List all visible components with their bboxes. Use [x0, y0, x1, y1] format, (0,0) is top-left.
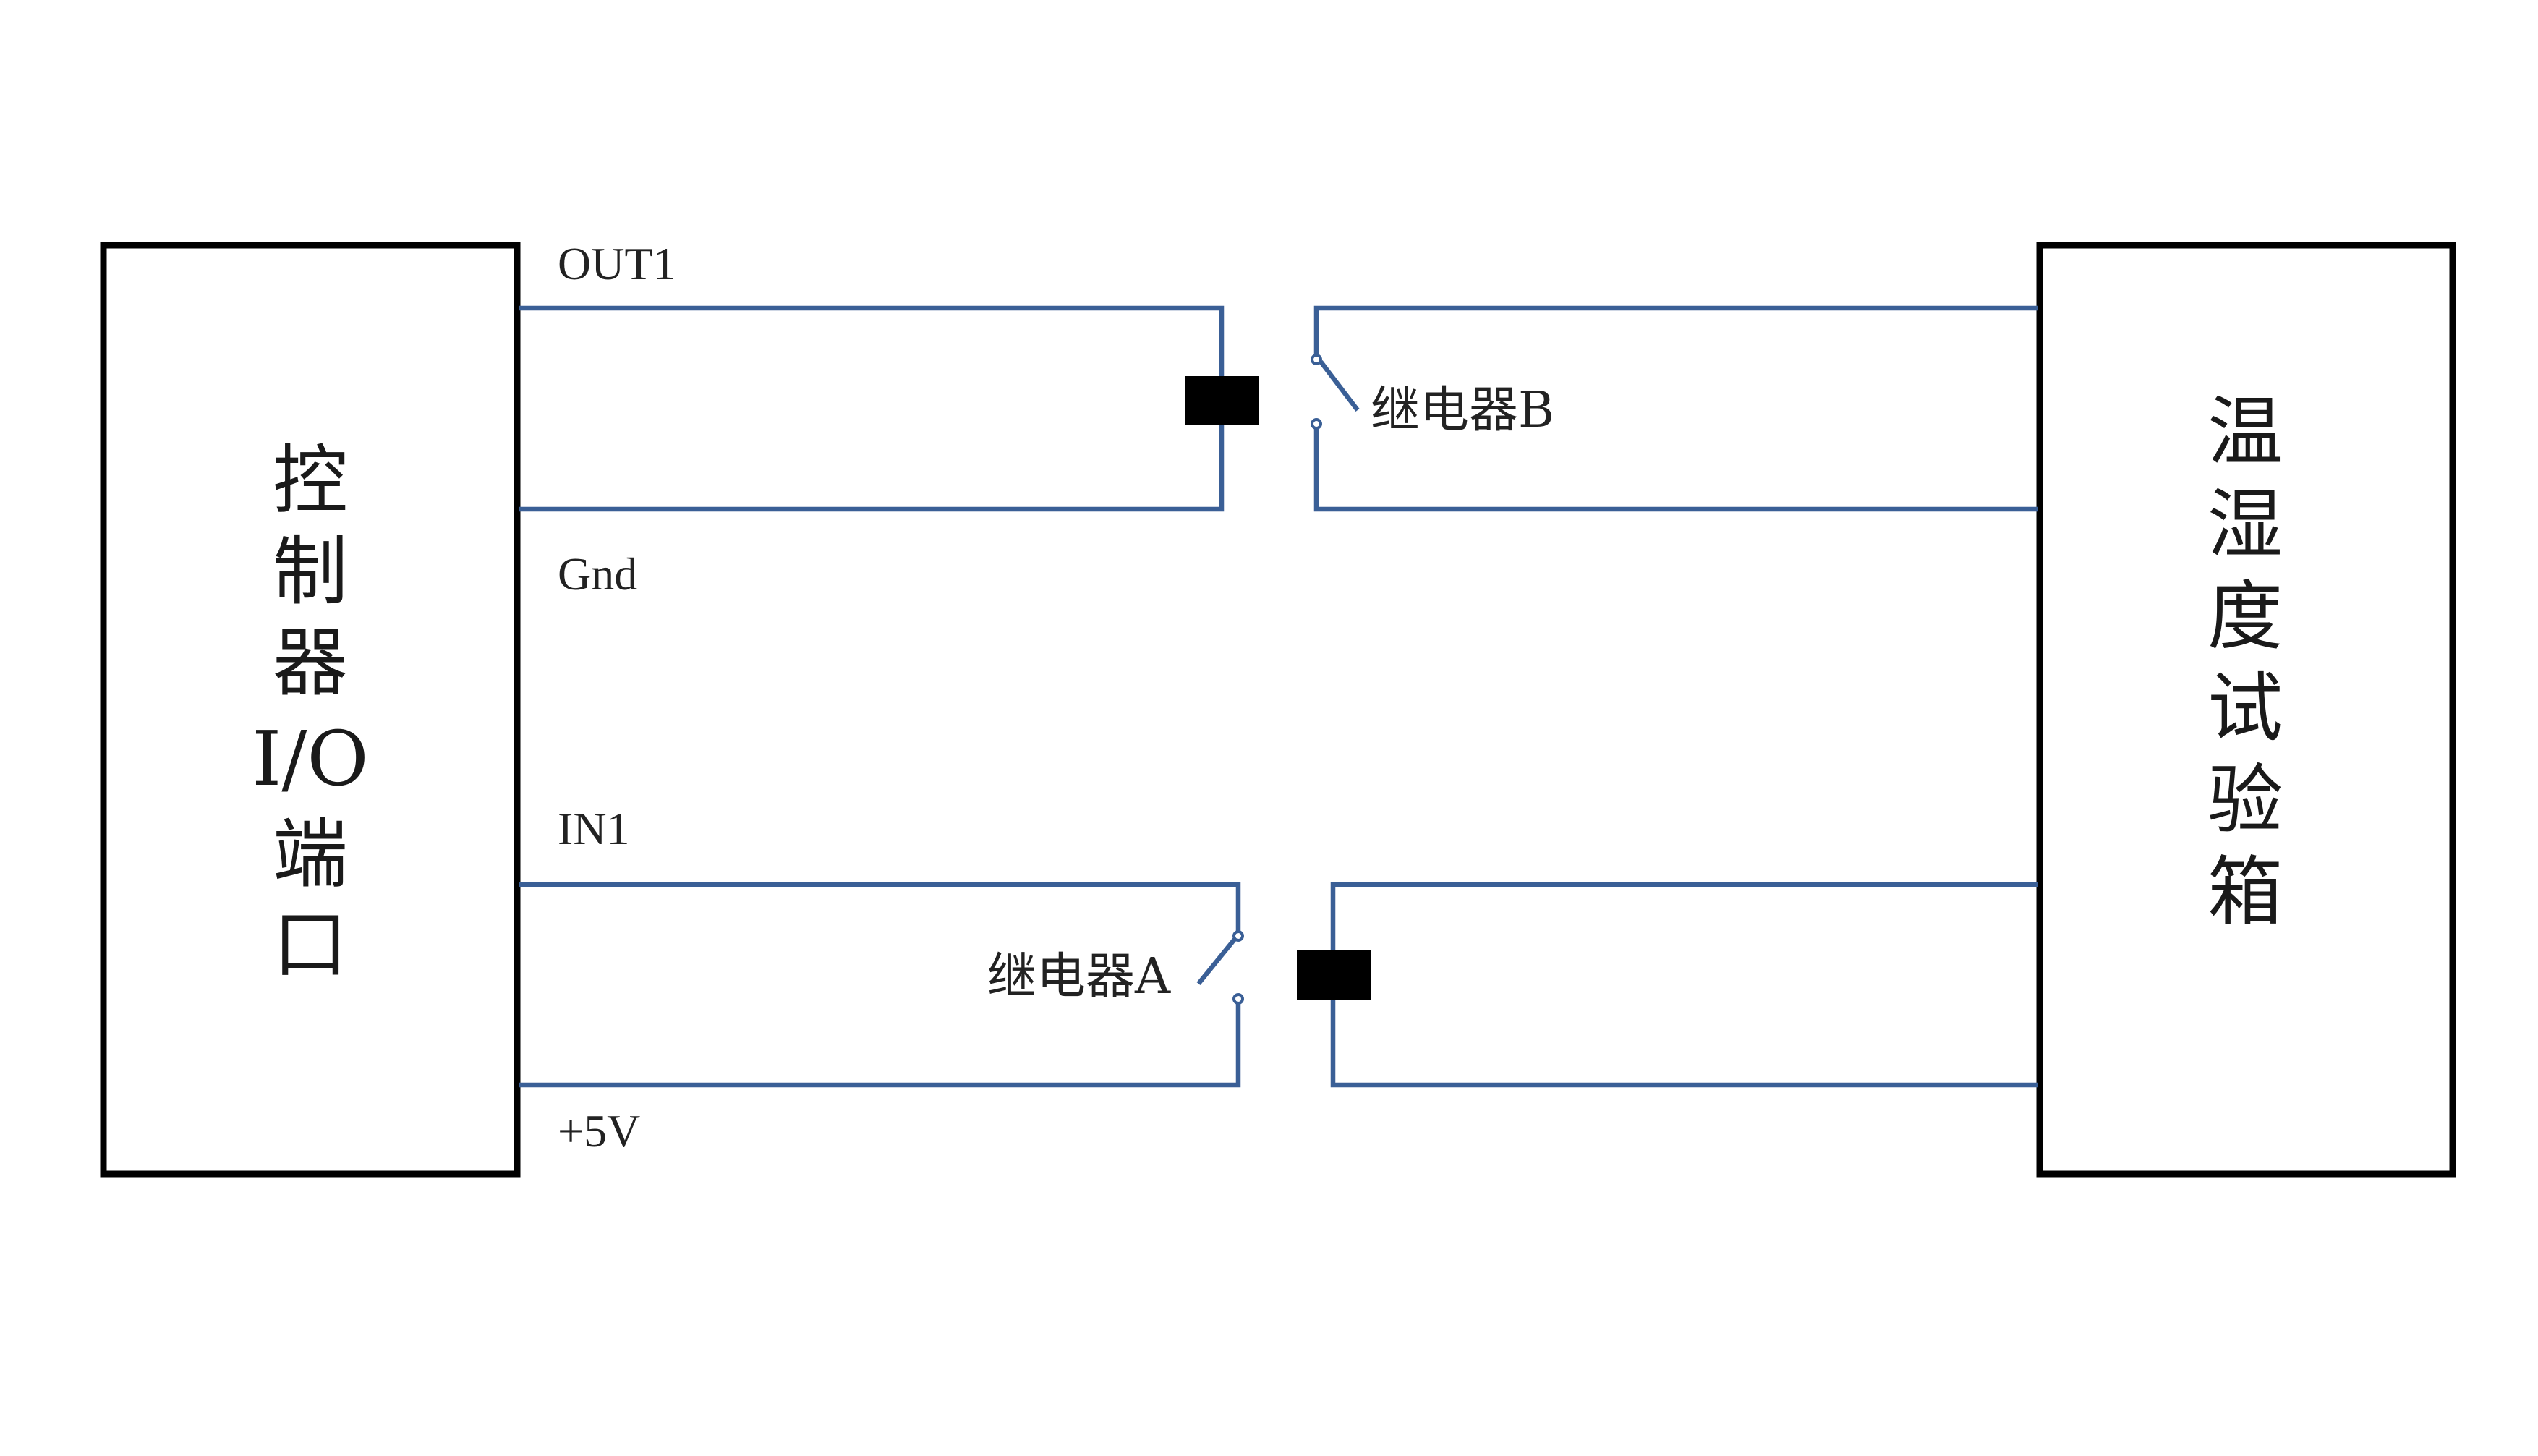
- label-relay-b: 继电器B: [1371, 382, 1554, 439]
- relay-b-switch-blade: [1319, 360, 1360, 412]
- chamber-label-3: 度: [2207, 572, 2283, 660]
- label-plus5v: +5V: [558, 1105, 640, 1157]
- label-gnd: Gnd: [558, 548, 637, 600]
- chamber-label-6: 箱: [2207, 848, 2283, 936]
- relay-a-contact-upper: [1232, 930, 1244, 942]
- controller-label-6: 口: [273, 901, 348, 989]
- chamber-label-5: 验: [2207, 756, 2283, 844]
- label-relay-a: 继电器A: [987, 948, 1171, 1005]
- chamber-label-1: 温: [2207, 388, 2283, 476]
- controller-io-box: [100, 242, 521, 1178]
- chamber-label-2: 湿: [2207, 480, 2283, 569]
- controller-label-5: 端: [273, 810, 348, 898]
- relay-b-lower-wire: [1313, 427, 2038, 512]
- chamber-box: [2036, 242, 2456, 1178]
- controller-label-3: 器: [273, 618, 348, 707]
- relay-a-coil: [1297, 950, 1371, 1000]
- relay-b-upper-wire: [1313, 305, 2038, 357]
- out1-gnd-loop-wire: [519, 305, 1225, 512]
- label-out1: OUT1: [558, 238, 676, 289]
- controller-label-4: I/O: [252, 715, 368, 803]
- controller-label-1: 控: [273, 436, 348, 524]
- relay-b-contact-upper: [1311, 354, 1322, 365]
- chamber-label-4: 试: [2207, 664, 2283, 752]
- relay-a-switch-blade: [1196, 935, 1238, 986]
- relay-a-coil-loop-wire: [1330, 882, 2038, 1088]
- relay-b-contact-lower: [1311, 418, 1322, 430]
- label-in1: IN1: [558, 803, 630, 854]
- plus5v-lower-wire: [519, 1001, 1241, 1088]
- in1-upper-wire: [519, 882, 1241, 934]
- controller-label-2: 制: [273, 527, 348, 616]
- relay-a-contact-lower: [1232, 993, 1244, 1005]
- relay-b-coil: [1185, 376, 1259, 425]
